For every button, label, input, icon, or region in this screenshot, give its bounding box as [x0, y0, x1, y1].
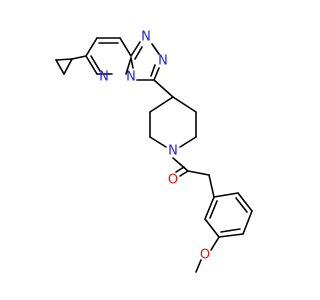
- atom-labels: N N N N N O O: [99, 30, 210, 263]
- bond: [55, 59, 65, 75]
- bond: [204, 196, 215, 220]
- bond: [179, 170, 189, 177]
- molecule-structure-diagram: N N N N N O O: [55, 30, 253, 273]
- bond: [218, 233, 244, 238]
- bond: [130, 57, 134, 69]
- bond: [71, 55, 87, 60]
- bond: [175, 166, 185, 173]
- bond: [179, 136, 197, 148]
- bond: [220, 228, 241, 233]
- oxygen-label: O: [200, 248, 210, 263]
- bond: [85, 55, 98, 75]
- bond: [195, 259, 202, 273]
- bond: [153, 79, 174, 98]
- bond: [213, 192, 239, 198]
- bond: [150, 64, 156, 77]
- nitrogen-label: N: [158, 54, 168, 69]
- bond: [90, 55, 101, 72]
- bond: [85, 37, 98, 57]
- bond: [153, 67, 160, 81]
- bond: [149, 136, 167, 148]
- nitrogen-label: N: [126, 70, 136, 85]
- bond: [134, 46, 143, 60]
- bond: [130, 41, 141, 57]
- bond: [208, 174, 215, 198]
- bond: [63, 58, 73, 75]
- nitrogen-label: N: [99, 70, 109, 85]
- bond: [151, 43, 160, 55]
- bond: [119, 37, 132, 57]
- bond: [242, 210, 253, 235]
- bond: [237, 192, 253, 212]
- bond: [187, 170, 210, 176]
- bond: [149, 96, 174, 113]
- bond: [209, 200, 218, 219]
- bond: [172, 157, 189, 172]
- nitrogen-label: N: [168, 144, 178, 159]
- bond: [235, 197, 248, 213]
- bond: [55, 58, 73, 61]
- bond: [204, 218, 220, 238]
- bond: [172, 96, 197, 113]
- bond: [125, 57, 132, 75]
- bonds: [55, 37, 253, 273]
- oxygen-label: O: [168, 173, 178, 188]
- bond: [210, 236, 220, 251]
- nitrogen-label: N: [141, 30, 151, 45]
